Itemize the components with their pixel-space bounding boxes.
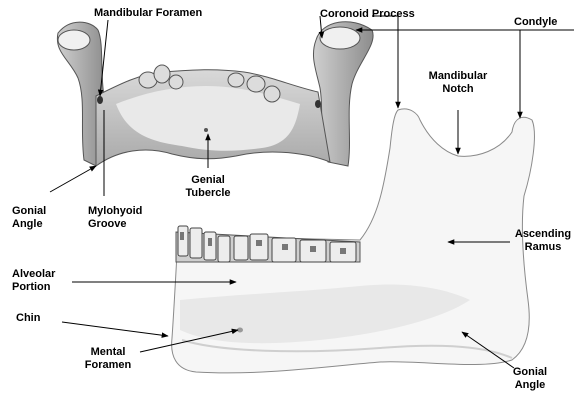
label-gonial-angle-left: Gonial Angle (12, 205, 46, 231)
label-alveolar-portion: Alveolar Portion (12, 268, 55, 294)
label-condyle: Condyle (514, 16, 557, 29)
label-coronoid-process: Coronoid Process (320, 8, 415, 21)
label-mandibular-notch: Mandibular Notch (420, 70, 496, 96)
lateral-teeth (176, 226, 360, 262)
label-gonial-angle-right: Gonial Angle (502, 366, 558, 392)
mandible-posterior-view (57, 22, 373, 166)
label-genial-tubercle: Genial Tubercle (172, 174, 244, 200)
label-mental-foramen: Mental Foramen (76, 346, 140, 372)
label-chin: Chin (16, 312, 40, 325)
label-mandibular-foramen: Mandibular Foramen (94, 7, 202, 20)
label-ascending-ramus: Ascending Ramus (508, 228, 578, 254)
label-mylohyoid-groove: Mylohyoid Groove (88, 205, 142, 231)
